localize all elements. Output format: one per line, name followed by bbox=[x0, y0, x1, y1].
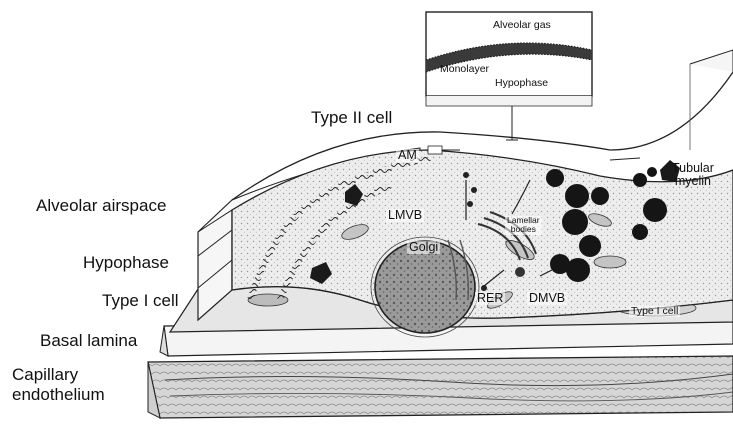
label-hypophase-inset: Hypophase bbox=[495, 78, 548, 89]
label-myelin: myelin bbox=[675, 174, 711, 188]
label-golgi: Golgi bbox=[407, 241, 440, 254]
label-alveolar-airspace: Alveolar airspace bbox=[36, 197, 166, 215]
label-tubular-myelin: Tubular myelin bbox=[672, 162, 714, 188]
label-am: AM bbox=[396, 149, 419, 162]
label-tubular: Tubular bbox=[672, 161, 714, 175]
label-type-i-cell-left: Type I cell bbox=[102, 292, 179, 310]
label-bodies: bodies bbox=[511, 224, 536, 234]
label-lmvb: LMVB bbox=[386, 209, 424, 222]
label-rer: RER bbox=[475, 292, 505, 305]
label-endothelium: endothelium bbox=[12, 385, 105, 404]
label-alveolar-gas: Alveolar gas bbox=[493, 20, 551, 31]
label-capillary-endothelium: Capillary endothelium bbox=[12, 365, 105, 404]
label-dmvb: DMVB bbox=[527, 292, 567, 305]
label-hypophase: Hypophase bbox=[83, 254, 169, 272]
label-type-i-cell-right: Type I cell bbox=[629, 306, 680, 317]
label-capillary: Capillary bbox=[12, 365, 78, 384]
label-monolayer: Monolayer bbox=[440, 64, 489, 75]
capillary-endothelium-block bbox=[148, 356, 733, 418]
label-lamellar-bodies: Lamellar bodies bbox=[505, 216, 542, 235]
label-basal-lamina: Basal lamina bbox=[40, 332, 137, 350]
label-type-ii-cell: Type II cell bbox=[311, 109, 392, 127]
